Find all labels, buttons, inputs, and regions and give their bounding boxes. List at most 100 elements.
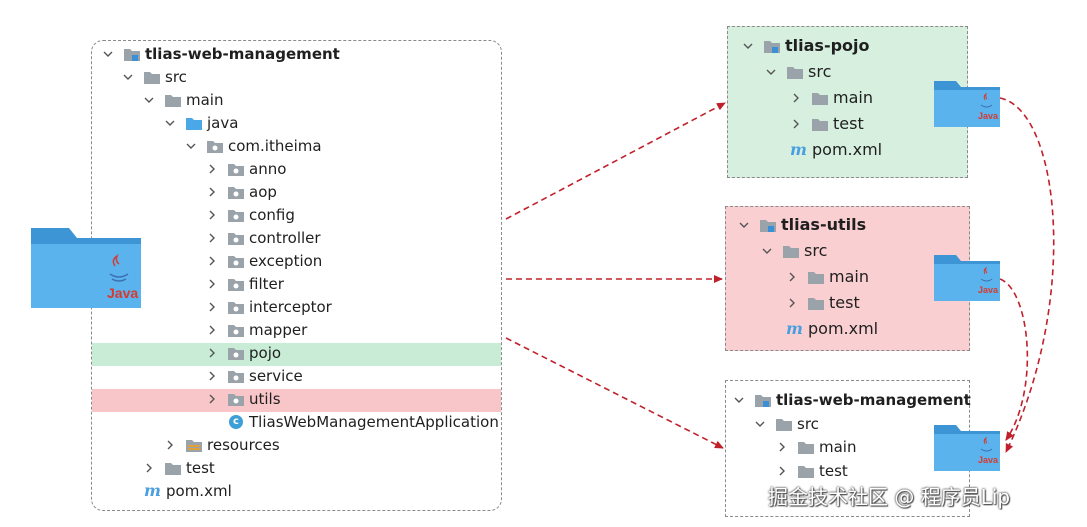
tree-row-filter[interactable]: filter	[207, 273, 284, 295]
chevron-right-icon[interactable]	[207, 325, 217, 335]
tree-row-test[interactable]: test	[144, 457, 215, 479]
web-root-row[interactable]: tlias-web-management	[734, 389, 971, 411]
tree-row-resources[interactable]: resources	[165, 434, 280, 456]
chevron-right-icon[interactable]	[207, 210, 217, 220]
web-main-label: main	[819, 438, 857, 456]
tree-row-root[interactable]: tlias-web-management	[103, 43, 340, 65]
tree-row-aop[interactable]: aop	[207, 181, 277, 203]
chevron-right-icon[interactable]	[787, 272, 797, 282]
web-src-label: src	[797, 415, 819, 433]
java-folder-icon: Java	[934, 255, 1000, 301]
pojo-root-row[interactable]: tlias-pojo	[743, 35, 870, 57]
folder-icon	[807, 295, 825, 311]
tree-row-anno[interactable]: anno	[207, 158, 286, 180]
tree-row-utils[interactable]: utils	[207, 388, 281, 410]
web-main-row[interactable]: main	[777, 436, 856, 458]
chevron-down-icon[interactable]	[144, 95, 154, 105]
chevron-down-icon[interactable]	[165, 118, 175, 128]
chevron-right-icon[interactable]	[207, 279, 217, 289]
tree-row-config[interactable]: config	[207, 204, 295, 226]
tree-row-mapper[interactable]: mapper	[207, 319, 307, 341]
arrow-to-web	[505, 337, 724, 449]
folder-icon	[782, 243, 800, 259]
chevron-down-icon[interactable]	[755, 419, 765, 429]
chevron-down-icon[interactable]	[123, 72, 133, 82]
tree-row-controller[interactable]: controller	[207, 227, 321, 249]
package-icon	[227, 161, 245, 177]
package-name: controller	[249, 229, 321, 247]
utils-root-row[interactable]: tlias-utils	[739, 214, 866, 236]
module-folder-icon	[123, 46, 141, 62]
web-test-row[interactable]: test	[777, 460, 848, 482]
tree-row-exception[interactable]: exception	[207, 250, 322, 272]
chevron-down-icon[interactable]	[766, 67, 776, 77]
chevron-right-icon[interactable]	[207, 187, 217, 197]
watermark-text: 掘金技术社区 @ 程序员Lip	[768, 485, 1011, 509]
tree-row-app-class[interactable]: c TliasWebManagementApplication	[229, 411, 499, 433]
pojo-src-row[interactable]: src	[766, 61, 831, 83]
chevron-right-icon[interactable]	[144, 463, 154, 473]
folder-icon	[164, 460, 182, 476]
chevron-right-icon[interactable]	[787, 298, 797, 308]
pojo-test-row[interactable]: test	[791, 113, 864, 135]
chevron-right-icon[interactable]	[207, 233, 217, 243]
tree-row-java[interactable]: java	[165, 112, 238, 134]
chevron-right-icon[interactable]	[207, 256, 217, 266]
arrow-pojo-to-web	[999, 97, 1055, 453]
chevron-right-icon[interactable]	[791, 93, 801, 103]
tree-row-service[interactable]: service	[207, 365, 303, 387]
tree-row-src[interactable]: src	[123, 66, 187, 88]
folder-icon	[164, 92, 182, 108]
chevron-right-icon[interactable]	[207, 371, 217, 381]
main-label: main	[186, 91, 224, 109]
chevron-down-icon[interactable]	[743, 41, 753, 51]
package-name: utils	[249, 390, 281, 408]
module-folder-icon	[754, 392, 772, 408]
chevron-right-icon[interactable]	[207, 348, 217, 358]
app-class-label: TliasWebManagementApplication	[249, 413, 499, 431]
utils-pom-row[interactable]: m pom.xml	[786, 318, 878, 340]
chevron-down-icon[interactable]	[734, 395, 744, 405]
tree-row-main[interactable]: main	[144, 89, 223, 111]
utils-src-row[interactable]: src	[762, 240, 827, 262]
chevron-right-icon[interactable]	[777, 442, 787, 452]
chevron-down-icon[interactable]	[186, 141, 196, 151]
chevron-right-icon[interactable]	[207, 302, 217, 312]
folder-icon	[807, 269, 825, 285]
source-folder-icon	[185, 115, 203, 131]
folder-icon	[797, 439, 815, 455]
chevron-right-icon[interactable]	[791, 119, 801, 129]
tree-row-pom[interactable]: m pom.xml	[144, 480, 232, 502]
java-folder-icon: Java	[31, 228, 141, 308]
maven-m-icon: m	[144, 481, 161, 500]
package-icon	[227, 345, 245, 361]
package-name: pojo	[249, 344, 282, 362]
chevron-down-icon[interactable]	[103, 49, 113, 59]
tree-row-pojo[interactable]: pojo	[207, 342, 281, 364]
arrow-utils-to-web	[999, 278, 1029, 441]
chevron-right-icon[interactable]	[207, 164, 217, 174]
module-folder-icon	[759, 217, 777, 233]
chevron-right-icon[interactable]	[165, 440, 175, 450]
web-src-row[interactable]: src	[755, 413, 819, 435]
chevron-right-icon[interactable]	[777, 466, 787, 476]
chevron-right-icon[interactable]	[207, 394, 217, 404]
pojo-main-row[interactable]: main	[791, 87, 873, 109]
package-name: service	[249, 367, 303, 385]
package-icon	[227, 368, 245, 384]
utils-test-label: test	[829, 293, 860, 312]
tree-row-interceptor[interactable]: interceptor	[207, 296, 332, 318]
pojo-pom-row[interactable]: m pom.xml	[790, 139, 882, 161]
chevron-down-icon[interactable]	[739, 220, 749, 230]
package-icon	[227, 207, 245, 223]
java-folder-label: Java	[107, 285, 138, 301]
utils-module-name: tlias-utils	[781, 215, 867, 234]
chevron-down-icon[interactable]	[762, 246, 772, 256]
tree-row-package[interactable]: com.itheima	[186, 135, 322, 157]
utils-test-row[interactable]: test	[787, 292, 860, 314]
utils-main-row[interactable]: main	[787, 266, 869, 288]
java-folder-label: Java	[978, 111, 999, 121]
resources-folder-icon	[185, 437, 203, 453]
src-label: src	[165, 68, 187, 86]
